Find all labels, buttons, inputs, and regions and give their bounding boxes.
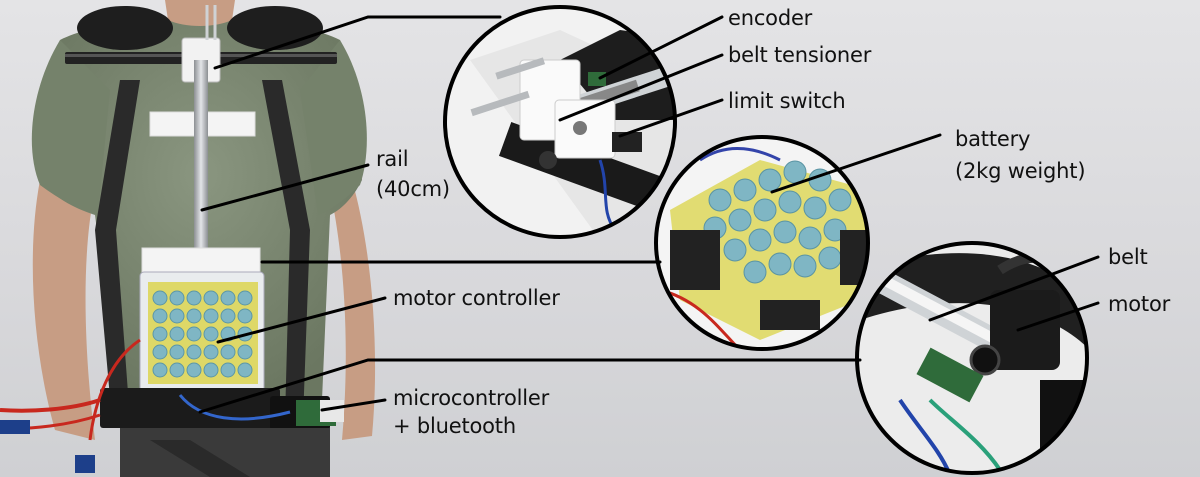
label-belt: belt	[1108, 245, 1148, 269]
label-battery: battery	[955, 127, 1031, 151]
right-arm	[330, 180, 376, 440]
label-battery-weight: (2kg weight)	[955, 159, 1086, 183]
closeup-motor-circle	[855, 241, 1089, 475]
left-sleeve	[31, 40, 110, 215]
label-belt-tensioner: belt tensioner	[728, 43, 872, 67]
left-shoulder-pad	[77, 6, 173, 50]
closeup-encoder-circle	[443, 5, 677, 239]
line-limit-switch	[618, 98, 724, 138]
line-battery	[770, 133, 942, 194]
line-belt-tensioner	[558, 53, 724, 122]
line-motor	[1016, 301, 1100, 332]
line-controller-to-motor-closeup	[198, 358, 862, 414]
left-strap	[95, 80, 140, 420]
neck	[165, 0, 235, 26]
line-encoder	[598, 15, 724, 80]
red-wire	[88, 338, 141, 441]
label-microcontroller: microcontroller	[393, 386, 550, 410]
right-strap	[262, 80, 310, 420]
label-motor: motor	[1108, 292, 1171, 316]
line-rail	[200, 163, 370, 212]
line-microcontroller	[320, 398, 387, 412]
label-limit-switch: limit switch	[728, 89, 846, 113]
label-rail-length: (40cm)	[376, 177, 450, 201]
battery-cell-grid	[152, 290, 253, 378]
closeup-battery-circle	[654, 135, 870, 351]
line-belt	[928, 255, 1100, 322]
label-motor-controller: motor controller	[393, 286, 560, 310]
controller-board	[100, 388, 280, 428]
line-motor-controller	[216, 296, 387, 344]
line-top-bracket-to-encoder-closeup	[213, 15, 502, 70]
label-bluetooth: + bluetooth	[393, 414, 516, 438]
right-shoulder-pad	[227, 6, 323, 50]
backpack-photo	[0, 0, 376, 477]
callout-lines	[198, 15, 1100, 414]
left-arm	[32, 180, 95, 440]
label-encoder: encoder	[728, 6, 813, 30]
vertical-rail	[194, 60, 208, 270]
label-rail: rail	[376, 147, 409, 171]
